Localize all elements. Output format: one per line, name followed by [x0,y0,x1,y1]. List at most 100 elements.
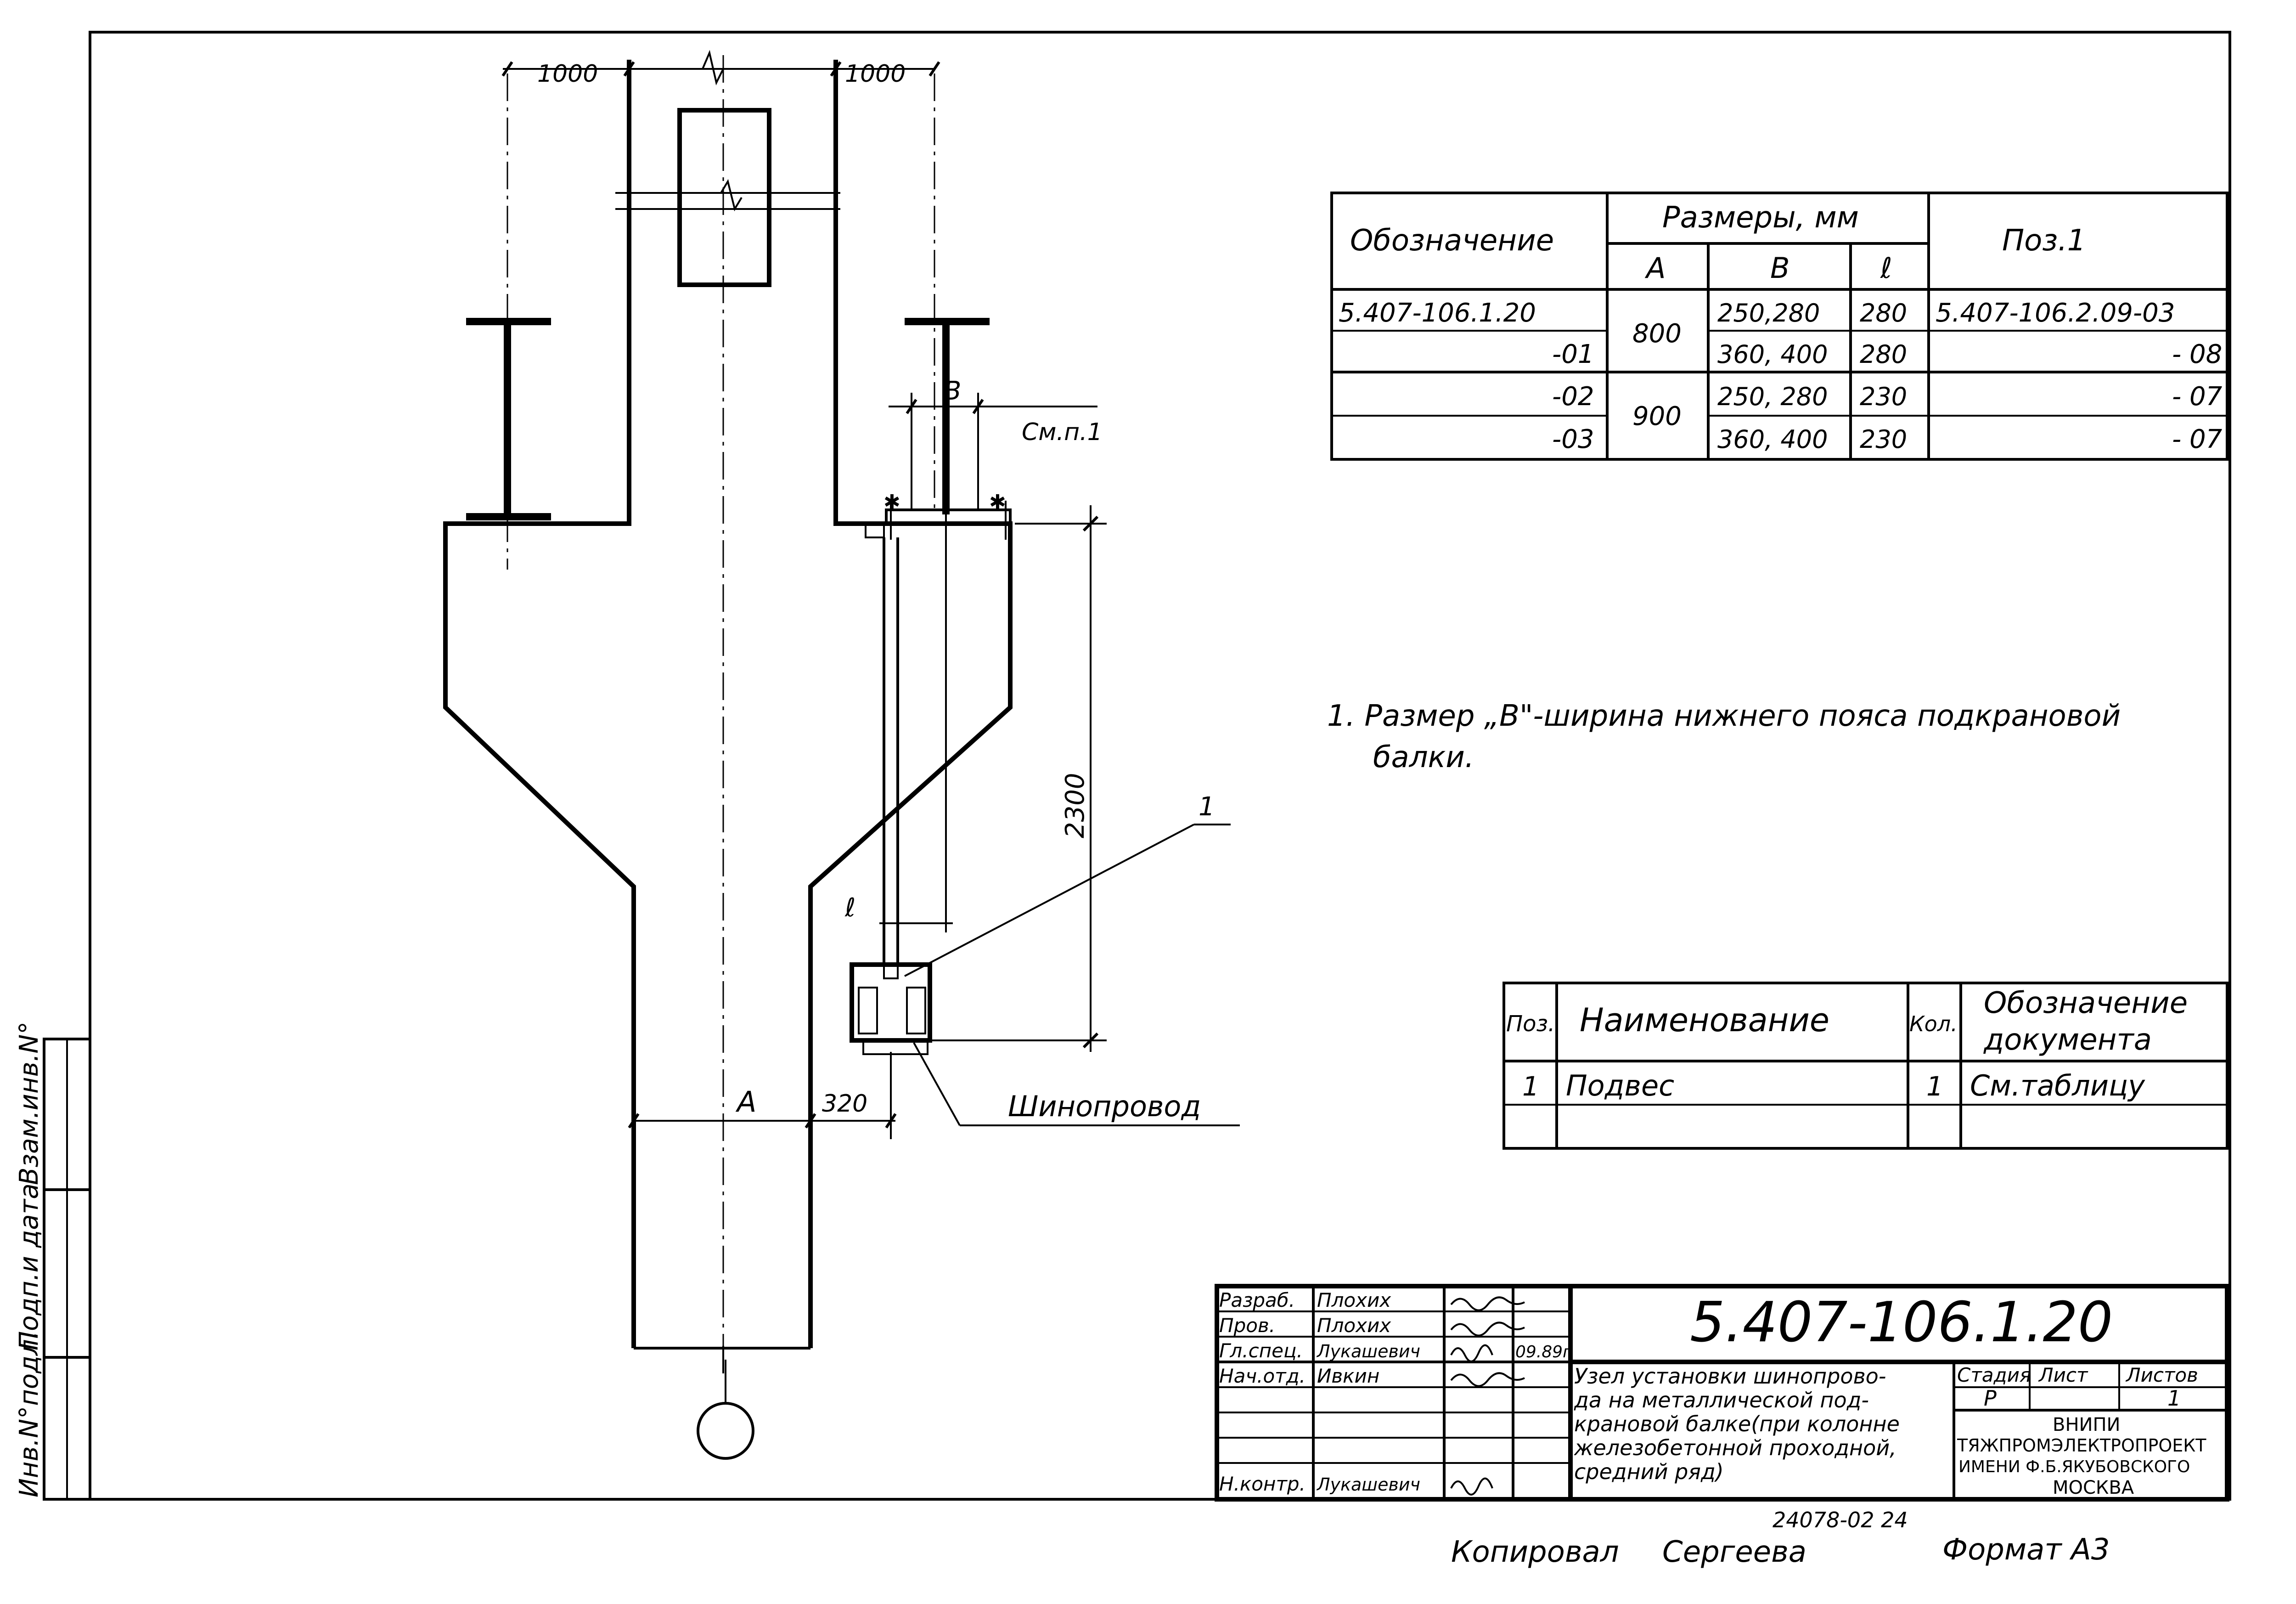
concrete-column [443,50,1013,1350]
size-table-group-a: 800 [1632,319,1682,349]
format-label: Формат А3 [1942,1533,2110,1567]
size-table: Обозначение Размеры, мм A B ℓ Поз.1 800 … [1330,192,2228,461]
spec-name-header: Наименование [1580,1001,1829,1039]
spec-doc-header-1: Обозначение [1984,986,2188,1020]
busway [850,962,932,1043]
strip-inv-label: Инв.N°подл. [14,1331,44,1497]
note: 1. Размер „В"-ширина нижнего пояса подкр… [1327,699,2121,774]
right-crane-beam [905,73,990,932]
size-table-row-designation: -03 [1552,424,1594,454]
size-table-row-designation: -02 [1552,382,1594,412]
size-table-sizes-header: Размеры, мм [1662,201,1859,235]
description-line: железобетонной проходной, [1574,1435,1896,1460]
hanger-assembly: ✱ ✱ [850,491,1012,1055]
drawing-code: 5.407-106.1.20 [1690,1291,2113,1355]
leader-pos-1: 1 [904,792,1231,977]
busway-leader: Шинопровод [913,1042,1240,1126]
weld-mark-left: ✱ [884,491,900,514]
dim-height: 2300 [932,505,1107,1052]
signature-role: Гл.спец. [1219,1339,1303,1362]
org-line: ИМЕНИ Ф.Б.ЯКУБОВСКОГО [1958,1457,2190,1476]
spec-qty-header: Кол. [1909,1011,1958,1036]
signature-name: Лукашевич [1316,1341,1420,1361]
size-table-l-header: ℓ [1880,251,1892,285]
size-table-row-b: 250, 280 [1717,382,1828,411]
sheet-header: Лист [2038,1364,2088,1386]
size-table-group-a: 900 [1632,401,1682,431]
left-crane-beam [466,73,551,570]
size-table-row-b: 360, 400 [1717,340,1828,369]
description-line: да на металлической под- [1574,1388,1869,1412]
size-table-row-pos: - 07 [2172,382,2223,412]
size-table-row-designation: -01 [1552,339,1594,369]
signature-date: 09.89г [1515,1343,1572,1361]
handwritten-signature [1450,1477,1493,1496]
signature-name: Лукашевич [1316,1474,1420,1495]
size-table-a-header: A [1644,251,1666,285]
dim-l: ℓ [844,893,953,969]
size-table-designation-header: Обозначение [1350,224,1554,258]
size-table-row-b: 360, 400 [1717,425,1828,454]
spec-table: Поз. Наименование Кол. Обозначение докум… [1503,982,2228,1150]
sheets-value: 1 [2167,1386,2181,1411]
size-table-row-designation: 5.407-106.1.20 [1339,298,1536,328]
dim-b-label: B [944,376,961,406]
stage-value: Р [1984,1386,1997,1411]
leader-pos-label: 1 [1199,792,1215,822]
dim-a-label: A [735,1085,756,1118]
description-line: крановой балке(при колонне [1574,1412,1900,1436]
sheet-frame [89,31,2231,1501]
description-line: Узел установки шинопрово- [1574,1364,1886,1389]
top-dimensions: 1000 1000 [501,60,940,88]
signature-role: Разраб. [1219,1289,1295,1311]
size-table-row-pos: - 07 [2172,424,2223,454]
title-block: 5.407-106.1.20 Разраб. Плохих Пров. Плох… [1215,1284,2229,1502]
copied-label: Копировал [1451,1535,1619,1569]
spec-pos-header: Поз. [1506,1011,1555,1037]
org-line: МОСКВА [2053,1477,2134,1498]
see-note-label: См.п.1 [1022,418,1103,446]
size-table-row-l: 230 [1860,425,1907,454]
description-line: средний ряд) [1574,1459,1724,1484]
dim-b: B См.п.1 [889,376,1103,510]
left-strip: Взам.инв.N° Подп.и дата Инв.N°подл. [14,1022,91,1501]
signature-role: Н.контр. [1219,1473,1306,1495]
sheets-header: Листов [2125,1364,2198,1386]
axis-marker-circle [697,1402,754,1460]
signature-role: Пров. [1219,1314,1275,1337]
handwritten-signature [1450,1372,1525,1387]
dim-top-right: 1000 [845,60,906,88]
org-line: ВНИПИ [2053,1414,2120,1435]
size-table-row-l: 230 [1860,382,1907,411]
signature-role: Нач.отд. [1219,1365,1306,1387]
handwritten-signature [1450,1296,1525,1311]
size-table-row-l: 280 [1860,299,1907,328]
spec-row-qty: 1 [1926,1071,1943,1102]
footer: 24078-02 24 Копировал Сергеева Формат А3 [1451,1508,2110,1569]
size-table-row-l: 280 [1860,340,1907,369]
note-line-2: балки. [1373,740,1474,774]
spec-doc-header-2: документа [1983,1023,2152,1057]
spec-row-name: Подвес [1566,1069,1674,1102]
spec-row-pos: 1 [1522,1071,1539,1102]
dim-a: A 320 [628,1052,897,1139]
dim-offset-label: 320 [822,1090,867,1118]
copier-name: Сергеева [1662,1535,1806,1569]
stage-header: Стадия [1957,1364,2031,1386]
spec-row-doc: См.таблицу [1970,1069,2145,1102]
column-opening [677,108,771,287]
size-table-b-header: B [1770,251,1790,285]
size-table-row-pos: - 08 [2172,339,2222,369]
signature-name: Ивкин [1317,1365,1379,1387]
note-line-1: 1. Размер „В"-ширина нижнего пояса подкр… [1327,699,2121,733]
dim-l-label: ℓ [844,893,855,923]
handwritten-signature [1450,1322,1525,1337]
size-table-row-b: 250,280 [1717,299,1820,328]
signature-name: Плохих [1317,1289,1391,1311]
org-line: ТЯЖПРОМЭЛЕКТРОПРОЕКТ [1957,1435,2206,1456]
dim-top-left: 1000 [537,60,598,88]
strip-replace-label: Взам.инв.N° [14,1022,44,1185]
signature-name: Плохих [1317,1314,1391,1337]
size-table-pos-header: Поз.1 [2002,224,2086,258]
